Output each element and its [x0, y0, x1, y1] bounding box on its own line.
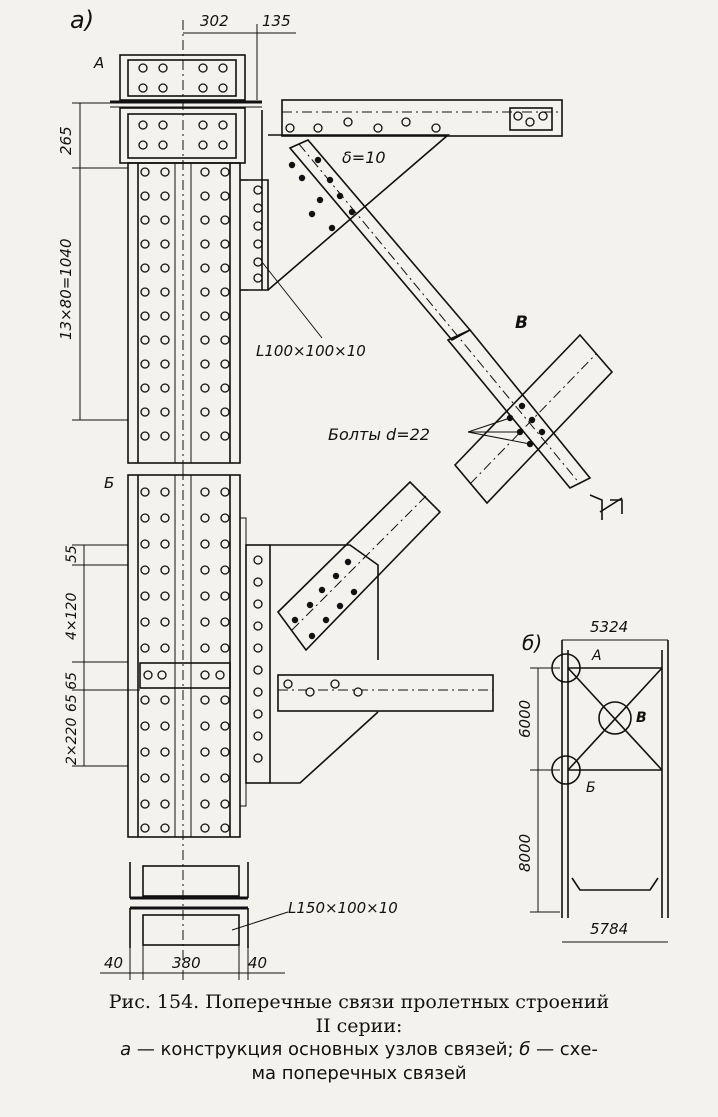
node-b-gusset-holes — [253, 555, 263, 763]
dim-302-label: 302 — [200, 12, 229, 30]
angle-l150-label: L150×100×10 — [288, 899, 398, 917]
dim-135-label: 135 — [262, 12, 291, 30]
panel-a-label: a) — [70, 6, 94, 34]
dimension-lines — [72, 24, 296, 980]
node-v-cross-strut — [453, 333, 623, 520]
dim-40-right-label: 40 — [248, 954, 267, 972]
node-a-column-top — [110, 20, 262, 470]
node-b-diagonal — [276, 480, 442, 652]
bolts-label: Болты d=22 — [328, 425, 430, 444]
node-a-label: А — [93, 54, 104, 72]
caption-line-2: II серии: — [315, 1015, 403, 1037]
scheme-8000-label: 8000 — [516, 834, 534, 872]
scheme-node-v-circle — [598, 701, 632, 735]
node-b-strut-holes — [283, 679, 363, 697]
scheme-node-a-label: А — [591, 648, 602, 664]
node-b-column-holes — [140, 487, 230, 833]
scheme-5324-label: 5324 — [590, 618, 628, 636]
dim-13x80-label: 13×80=1040 — [57, 239, 75, 340]
dim-4x120-label: 4×120 — [64, 593, 80, 640]
caption-line-1: Рис. 154. Поперечные связи пролетных стр… — [108, 991, 610, 1013]
node-a-horizontal-strut — [281, 99, 563, 137]
caption-letter-a: а — [120, 1039, 132, 1060]
dim-65-65-label: 65 65 — [64, 672, 80, 712]
angle-l100-label: L100×100×10 — [256, 342, 366, 360]
node-b-diagonal-bolts — [291, 558, 358, 640]
caption-letter-b: б — [519, 1039, 531, 1060]
caption-line-4: ма поперечных связей — [251, 1063, 467, 1084]
dim-55-label: 55 — [64, 545, 80, 563]
node-b-column — [127, 474, 271, 838]
node-a-gusset — [240, 110, 451, 291]
caption-text-b: — схе- — [530, 1039, 598, 1060]
structural-drawing: a) А 302 135 265 13×80=1040 δ=10 L100×10… — [57, 6, 669, 980]
caption-text-a: — конструкция основных узлов связей; — [131, 1039, 520, 1060]
caption-line-3: а — конструкция основных узлов связей; б… — [0, 1038, 718, 1062]
node-a-column-holes — [140, 167, 230, 441]
scheme-node-v-label: В — [636, 710, 647, 726]
gusset-thickness-label: δ=10 — [342, 148, 386, 167]
diagonal-brace-bolts — [288, 156, 356, 232]
scheme-frame — [561, 640, 669, 918]
scheme-dimension-lines — [530, 639, 668, 943]
node-b-gusset — [270, 544, 379, 784]
scheme-node-b-label: Б — [586, 780, 596, 796]
panel-b-label: б) — [522, 631, 542, 655]
figure-caption: Рис. 154. Поперечные связи пролетных стр… — [0, 990, 718, 1086]
dim-2x220-label: 2×220 — [64, 718, 80, 765]
node-v-label: В — [515, 313, 528, 333]
bottom-section — [129, 862, 289, 948]
scheme-5784-label: 5784 — [590, 920, 628, 938]
scheme-6000-label: 6000 — [516, 700, 534, 738]
node-a-top-holes — [138, 63, 228, 150]
node-a-column-main — [127, 162, 241, 464]
node-a-gusset-holes — [253, 185, 263, 283]
diagonal-brace — [288, 139, 592, 490]
dim-380-label: 380 — [172, 954, 201, 972]
node-a-strut-holes — [285, 111, 548, 133]
dim-40-left-label: 40 — [104, 954, 123, 972]
dim-265-label: 265 — [57, 126, 75, 155]
bolts-leader-lines — [467, 417, 531, 445]
node-b-label: Б — [104, 474, 114, 492]
